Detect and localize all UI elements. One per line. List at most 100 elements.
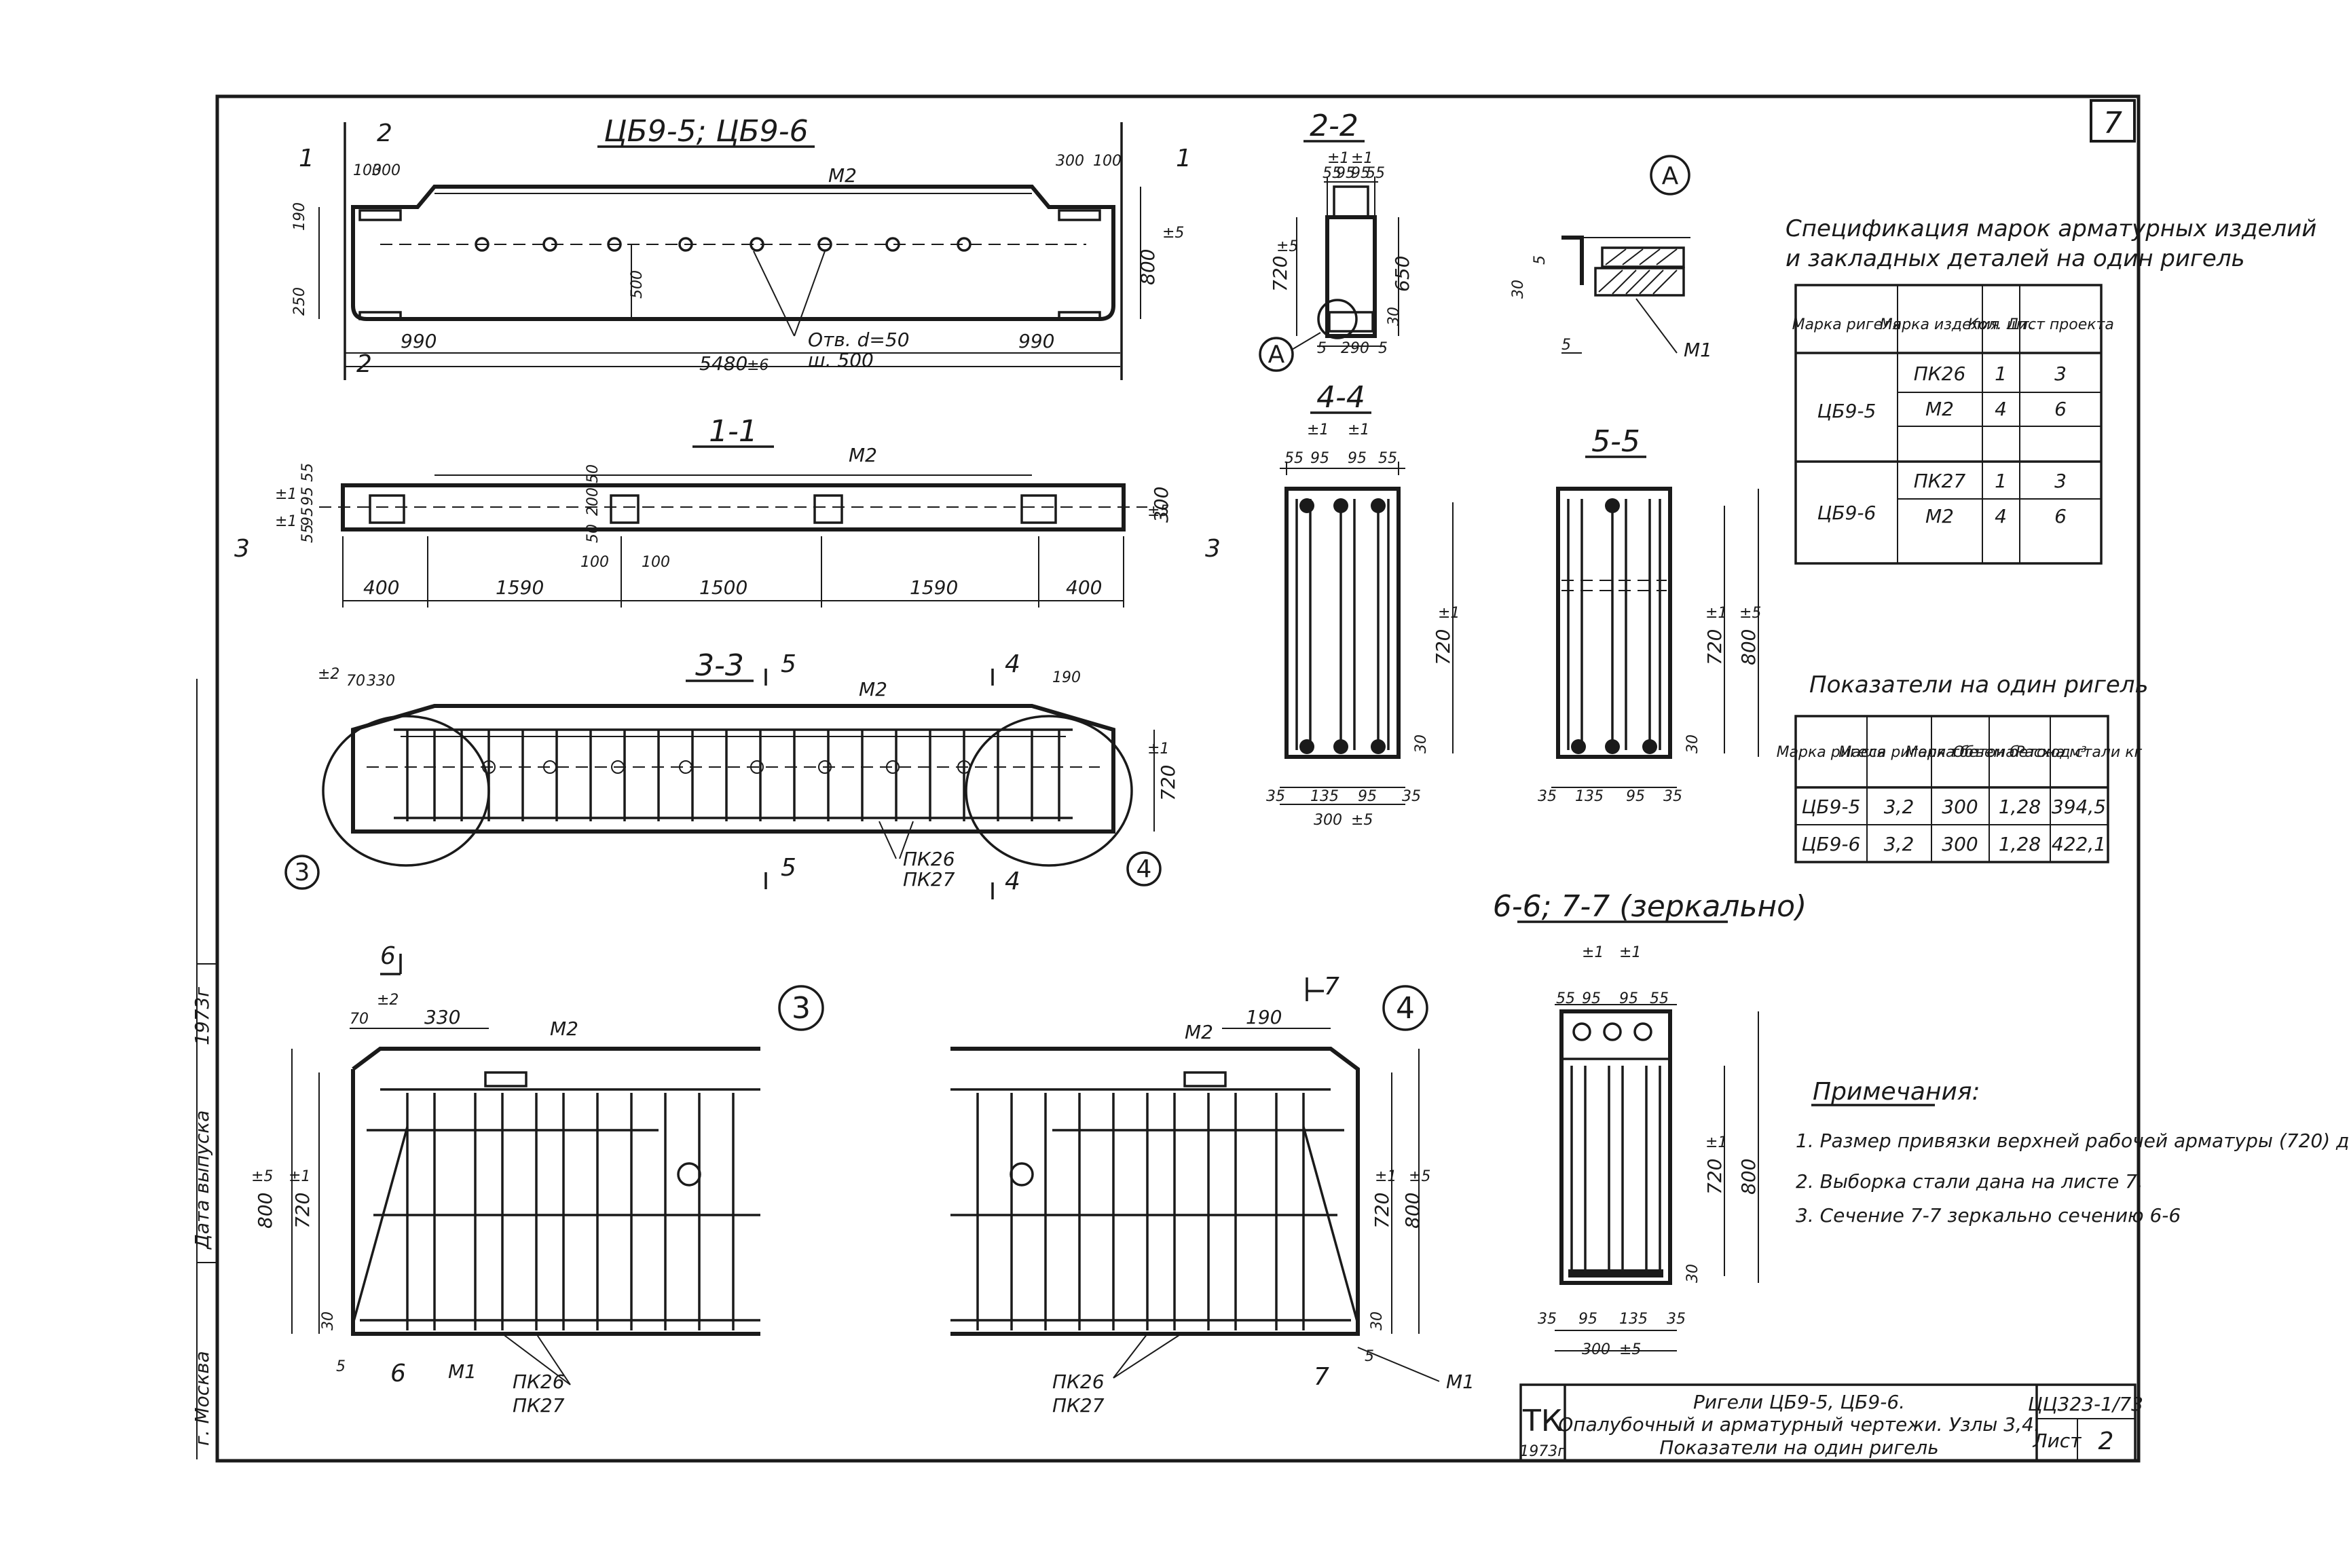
ind-r1-volume: 1,28	[1999, 796, 2041, 818]
spec-g2r2-item: М2	[1925, 505, 1954, 527]
ind-header-mark: Марка ригеля	[1777, 744, 1886, 761]
section-6-6-title: 6-6; 7-7 (зеркально)	[1493, 889, 1807, 924]
tol-44b: ±1	[1348, 422, 1369, 438]
dim-55-22a: 55	[1323, 165, 1342, 182]
dim-290-22: 290	[1341, 340, 1369, 357]
node-3-stirrups	[406, 1093, 735, 1330]
dim-95-44c: 95	[1358, 788, 1377, 805]
label-pk27-n3: ПК27	[513, 1394, 565, 1417]
spec-g1r1-qty: 1	[1995, 362, 2007, 385]
dim-100-b: 100	[642, 554, 670, 571]
ind-r1-concrete: 300	[1942, 796, 1978, 818]
dim-330: 330	[367, 673, 395, 690]
ind-r2-mass: 3,2	[1884, 833, 1915, 855]
label-pk26-33: ПК26	[903, 848, 955, 870]
tol-66a: ±1	[1582, 944, 1604, 961]
dim-35-55a: 35	[1538, 788, 1557, 805]
stamp-mark: ТК	[1522, 1404, 1562, 1438]
dim-30-66: 30	[1684, 1264, 1701, 1283]
node-A-title: А	[1662, 162, 1679, 190]
dim-990-left: 990	[401, 330, 437, 352]
tol-300-44: ±5	[1351, 812, 1373, 829]
section-mark-3-right: 3	[1205, 535, 1221, 563]
spec-header-item: Марка изделия	[1880, 316, 2000, 333]
tol-330-n3: ±2	[377, 992, 399, 1009]
label-m1-n3: М1	[448, 1360, 477, 1383]
dim-1590-right: 1590	[910, 576, 958, 599]
tol-800-55: ±5	[1739, 605, 1761, 622]
dim-990-right: 990	[1018, 330, 1054, 352]
spec-g2r2-sheet: 6	[2054, 505, 2067, 527]
dim-95-66b: 95	[1619, 990, 1638, 1007]
dim-70-n3: 70	[350, 1011, 369, 1028]
spec-g2r1-item: ПК27	[1914, 470, 1966, 492]
node-4-view: 4 190 720 ±1 800 ±5 30 5 М2 М1 ПК26 ПК27	[950, 973, 1475, 1417]
dim-200: 200	[585, 487, 602, 516]
title-block: ТК 1973г Ригели ЦБ9-5, ЦБ9-6. Опалубочны…	[1519, 1383, 2143, 1462]
indicators-caption: Показатели на один ригель	[1809, 671, 2149, 698]
spec-g1r1-sheet: 3	[2054, 362, 2067, 385]
dim-55-44b: 55	[1378, 450, 1397, 467]
tol-720-55: ±1	[1705, 605, 1727, 622]
label-m2-33: М2	[859, 678, 887, 701]
dim-30-n3: 30	[320, 1311, 337, 1330]
spec-g1r2-item: М2	[1925, 398, 1954, 420]
notes-title: Примечания:	[1813, 1078, 1980, 1106]
node-4-stirrups	[976, 1093, 1305, 1330]
section-mark-1-left: 1	[299, 145, 314, 172]
dim-5-n3: 5	[336, 1358, 346, 1375]
ind-header-mass: Масса ригеля т	[1838, 744, 1960, 761]
dim-250: 250	[291, 287, 308, 316]
notes: Примечания: 1. Размер привязки верхней р…	[1796, 1078, 2349, 1227]
ind-r2-volume: 1,28	[1999, 833, 2041, 855]
section-2-2-title: 2-2	[1310, 109, 1358, 143]
dim-50-top: 50	[585, 464, 602, 483]
dim-135-66: 135	[1619, 1311, 1648, 1328]
dim-95-plan-b: 95	[299, 507, 316, 526]
node-3-circle	[322, 715, 490, 867]
label-pk27-33: ПК27	[903, 868, 955, 891]
dim-720-22: 720	[1269, 256, 1291, 292]
tol-330: ±2	[318, 666, 339, 683]
callout-3: 3	[295, 859, 310, 886]
side-stamp-city: г. Москва	[191, 1351, 213, 1446]
side-stamp-date-label: Дата выпуска	[191, 1110, 213, 1250]
section-mark-6-top: 6	[380, 942, 396, 970]
dim-5-22a: 5	[1317, 340, 1327, 357]
dim-95-22b: 95	[1351, 165, 1370, 182]
ind-r1-mass: 3,2	[1884, 796, 1915, 818]
dim-95-plan-a: 95	[299, 487, 316, 506]
section-5-5-view: 5-5 720 ±1 800 ±5 30 35 135 95 35	[1538, 424, 1761, 805]
section-4-4-view: 4-4 55 95 95 55 ±1 ±1 720 ±1 30 35 135 9…	[1266, 380, 1460, 829]
tol-800: ±5	[1162, 225, 1184, 242]
ind-header-concrete: Марка бетона	[1905, 744, 2014, 761]
dim-55-plan-b: 55	[299, 524, 316, 543]
dim-1590-left: 1590	[496, 576, 544, 599]
elevation-outline	[351, 185, 1115, 321]
section-mark-5-bottom: 5	[781, 854, 796, 882]
elevation-title: ЦБ9-5; ЦБ9-6	[604, 114, 808, 149]
section-3-3-outline	[351, 704, 1115, 834]
dim-720-n4: 720	[1371, 1193, 1393, 1229]
section-4-4-title: 4-4	[1316, 380, 1365, 415]
spec-group1-mark: ЦБ9-5	[1817, 400, 1876, 422]
dim-55-plan: 55	[299, 463, 316, 482]
dim-100-right: 100	[1093, 153, 1122, 170]
dim-30-n4: 30	[1369, 1311, 1386, 1330]
ind-r2-mark: ЦБ9-6	[1802, 833, 1861, 855]
dim-5-A-bottom: 5	[1561, 337, 1571, 354]
node-4-circle	[965, 715, 1133, 867]
dim-95-44b: 95	[1348, 450, 1367, 467]
dim-100-left: 100	[353, 162, 382, 179]
section-mark-3-left: 3	[234, 535, 250, 563]
dim-190: 190	[291, 202, 308, 231]
dim-95-66c: 95	[1578, 1311, 1597, 1328]
dim-70: 70	[346, 673, 365, 690]
note-2: 2. Выборка стали дана на листе 7.	[1796, 1170, 2143, 1193]
dim-400-right: 400	[1066, 576, 1102, 599]
dim-720-55: 720	[1703, 629, 1726, 665]
dim-400-left: 400	[363, 576, 399, 599]
dim-30-44: 30	[1413, 734, 1430, 753]
node-A-view: А 30 5 5 М1	[1510, 155, 1712, 361]
